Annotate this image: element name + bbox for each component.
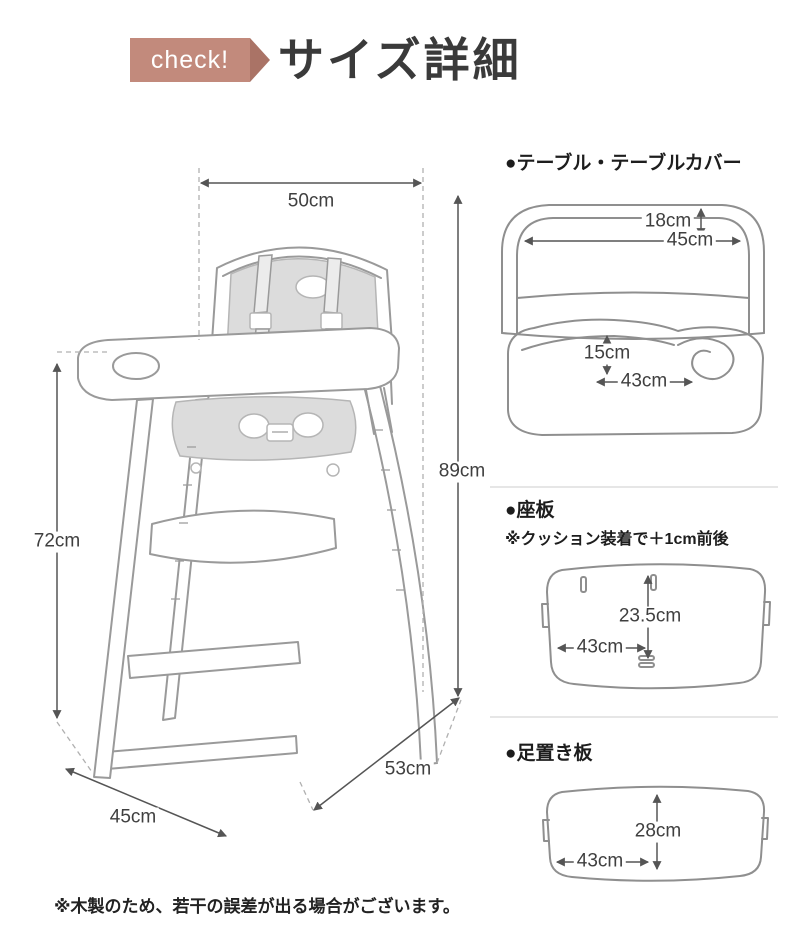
chair-tray-bracket [365, 387, 393, 435]
chair-front-rail-notches [171, 446, 196, 600]
dim-chair-depth: 53cm [381, 759, 435, 781]
cover-band-bottom [501, 332, 765, 340]
chair-tray [77, 327, 400, 401]
chair-rear-rail-notches [374, 429, 405, 591]
seat-bottom-mark [638, 662, 655, 668]
guide-line [299, 781, 314, 811]
footrest-outline [546, 785, 766, 882]
chair-front-leg-near [93, 398, 154, 779]
check-badge-label: check! [150, 45, 230, 74]
check-badge: check! [130, 38, 250, 82]
chair-leg-hole-right [292, 412, 324, 438]
badge-arrow-icon [250, 38, 270, 82]
chair-illustration [77, 246, 438, 779]
seat-notch-left [541, 603, 549, 628]
section-title-footrest: ●足置き板 [505, 743, 593, 764]
section-title-table: ●テーブル・テーブルカバー [505, 153, 742, 174]
table-cover-drawing [501, 204, 765, 340]
chair-step-board [127, 641, 301, 679]
table-inner-edge [521, 335, 675, 351]
chair-strap-left-top [253, 254, 273, 314]
dim-seat-depth: 23.5cm [615, 606, 685, 628]
seat-slot-left [580, 576, 587, 593]
dim-footrest-depth: 28cm [631, 821, 685, 843]
seat-board-outline [546, 563, 767, 690]
chair-buckle-right [320, 312, 343, 330]
dim-seat-width: 43cm [573, 637, 627, 659]
footrest-notch-right [761, 817, 769, 840]
cover-band-top [516, 291, 750, 299]
dim-cover-height: 18cm [641, 211, 695, 233]
seat-slot-right [650, 574, 657, 591]
dim-table-height: 15cm [580, 343, 634, 365]
dim-footrest-width: 43cm [573, 851, 627, 873]
dim-table-width: 43cm [617, 371, 671, 393]
chair-rear-leg-outer [369, 347, 438, 764]
cover-outer [501, 204, 765, 334]
chair-buckle-left [249, 312, 272, 330]
section-dividers [490, 486, 778, 718]
chair-tray-cup-recess [112, 352, 160, 380]
section-title-seat: ●座板 [505, 500, 555, 521]
chair-dimension-arrows [52, 168, 463, 838]
dim-chair-total-height: 89cm [435, 461, 489, 483]
cover-inner [516, 217, 750, 334]
table-outline [507, 318, 764, 436]
footer-note: ※木製のため、若干の誤差が出る場合がございます。 [54, 897, 460, 916]
dim-cover-width: 45cm [663, 230, 717, 252]
arrow-front-width [64, 767, 228, 838]
dim-chair-side-height: 72cm [30, 531, 84, 553]
dim-chair-top-width: 50cm [284, 191, 338, 213]
chair-backrest-edge [222, 255, 382, 279]
chair-bottom-crossbar [105, 735, 298, 770]
table-swirl [677, 337, 735, 381]
dim-chair-front-width: 45cm [106, 807, 160, 829]
guide-line [56, 721, 93, 773]
page-title: サイズ詳細 [278, 34, 522, 86]
footrest-notch-left [542, 819, 550, 842]
chair-knob-left [190, 462, 202, 474]
seat-cushion-note: ※クッション装着で＋1cm前後 [505, 531, 729, 548]
guide-line [436, 699, 462, 764]
chair-knob-right [326, 463, 340, 477]
arrow-depth [313, 697, 460, 811]
chair-leg-hole-left [238, 413, 270, 439]
seat-notch-right [763, 601, 771, 626]
seat-bottom-mark [638, 655, 655, 661]
chair-footrest-board [149, 509, 337, 564]
